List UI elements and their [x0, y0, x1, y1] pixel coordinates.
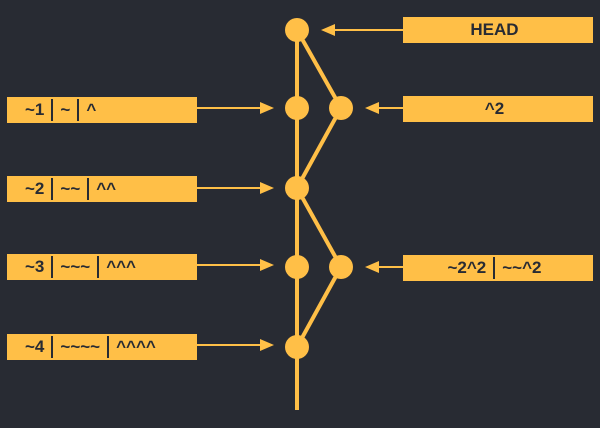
arrow-parent-1	[197, 102, 274, 114]
commit-node-parent-1	[285, 96, 309, 120]
label-second-parent-head: ^2	[403, 96, 593, 122]
label-text: ~2	[25, 179, 45, 198]
separator	[107, 336, 110, 358]
label-parent-3: ~3 ~~~ ^^^	[7, 254, 197, 280]
separator	[97, 256, 100, 278]
commit-node-second-parent-head	[329, 96, 353, 120]
arrow-parent-3	[197, 259, 274, 271]
arrow-second-parent-2	[365, 261, 403, 273]
label-text: ^^^	[106, 257, 136, 276]
commit-node-head	[285, 18, 309, 42]
arrow-second-parent-head	[365, 102, 403, 114]
label-second-parent-2: ~2^2 ~~^2	[403, 255, 593, 281]
arrow-parent-4	[197, 339, 274, 351]
label-parent-4: ~4 ~~~~ ^^^^	[7, 334, 197, 360]
separator	[77, 99, 80, 121]
label-head: HEAD	[403, 17, 593, 43]
merge-edge-head-to-side	[295, 29, 343, 109]
merge-edge-side-to-parent-4	[295, 266, 343, 348]
commit-node-parent-3	[285, 255, 309, 279]
label-text: ^	[86, 100, 97, 119]
separator	[493, 257, 496, 279]
label-text: ~~~	[60, 257, 91, 276]
label-text: ^^^^	[116, 337, 156, 356]
arrow-head	[321, 24, 403, 36]
commit-node-parent-4	[285, 335, 309, 359]
separator	[87, 178, 90, 200]
label-text: ^2	[484, 99, 505, 118]
arrow-parent-2	[197, 182, 274, 194]
commit-node-parent-2	[285, 176, 309, 200]
separator	[51, 336, 54, 358]
label-parent-1: ~1 ~ ^	[7, 97, 197, 123]
label-text: ~3	[25, 257, 45, 276]
label-text: ~2^2	[447, 258, 487, 277]
label-text: ~1	[25, 100, 45, 119]
merge-edge-parent-2-to-side	[295, 187, 343, 268]
label-text: ~~~~	[60, 337, 101, 356]
label-text: ~~^2	[502, 258, 542, 277]
label-head-text: HEAD	[470, 20, 519, 39]
label-text: ~	[60, 100, 71, 119]
separator	[51, 256, 54, 278]
separator	[51, 99, 54, 121]
label-text: ^^	[96, 179, 117, 198]
label-text: ~4	[25, 337, 45, 356]
label-text: ~~	[60, 179, 81, 198]
separator	[51, 178, 54, 200]
label-parent-2: ~2 ~~ ^^	[7, 176, 197, 202]
merge-edge-side-to-parent-2	[295, 107, 343, 189]
commit-node-second-parent-2	[329, 255, 353, 279]
